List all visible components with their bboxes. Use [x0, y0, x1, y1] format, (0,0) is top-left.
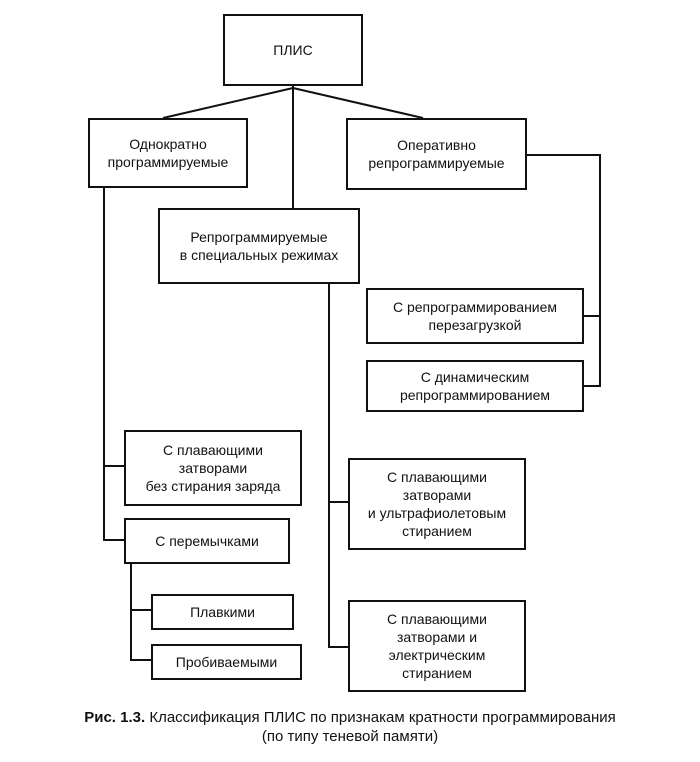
caption-line-2: (по типу теневой памяти) — [261, 728, 439, 745]
node-operative-reprogrammable-label: Оперативно репрограммируемые — [368, 137, 505, 171]
node-floating-gate-electric-erase-label: С плавающими затворами и электрическим с… — [387, 611, 487, 681]
node-operative-reprogrammable: Оперативно репрограммируемые — [346, 118, 527, 190]
node-floating-gate-uv-erase: С плавающими затворами и ультрафиолетовы… — [348, 458, 526, 550]
node-special-modes: Репрограммируемые в специальных режимах — [158, 208, 360, 284]
figure-caption: Рис. 1.3. Классификация ПЛИС по признака… — [0, 708, 700, 746]
plis-classification-diagram: ПЛИС Однократно программируемые Репрогра… — [88, 14, 601, 692]
root-branch-left — [162, 87, 294, 119]
node-dynamic-reprogramming: С динамическим репрограммированием — [366, 360, 584, 412]
one-time-spine — [103, 188, 124, 541]
caption-text: Классификация ПЛИС по признакам кратност… — [149, 709, 616, 726]
node-one-time-programmable: Однократно программируемые — [88, 118, 248, 188]
node-plis-root: ПЛИС — [223, 14, 363, 86]
node-floating-gate-electric-erase: С плавающими затворами и электрическим с… — [348, 600, 526, 692]
node-antifuse: Пробиваемыми — [151, 644, 302, 680]
figure-number: Рис. 1.3. — [84, 709, 146, 726]
connector-lines — [103, 86, 601, 661]
node-reload-reprogramming: С репрограммированием перезагрузкой — [366, 288, 584, 344]
node-fuse-label: Плавкими — [190, 604, 255, 620]
node-antifuse-label: Пробиваемыми — [175, 654, 278, 670]
node-special-modes-label: Репрограммируемые в специальных режимах — [179, 229, 339, 263]
node-jumpers-label: С перемычками — [155, 533, 259, 549]
node-fuse: Плавкими — [151, 594, 294, 630]
node-reload-reprogramming-label: С репрограммированием перезагрузкой — [392, 299, 558, 333]
operative-spine — [527, 154, 601, 387]
node-plis-root-label: ПЛИС — [273, 42, 313, 58]
node-one-time-programmable-label: Однократно программируемые — [107, 136, 229, 170]
node-floating-gate-no-erase-label: С плавающими затворами без стирания заря… — [145, 442, 281, 494]
caption-line-1: Рис. 1.3. Классификация ПЛИС по признака… — [0, 708, 700, 727]
node-floating-gate-uv-erase-label: С плавающими затворами и ультрафиолетовы… — [367, 469, 507, 539]
root-branch-right — [292, 87, 424, 119]
jumpers-spine — [130, 564, 151, 661]
node-jumpers: С перемычками — [124, 518, 290, 564]
special-spine — [328, 284, 348, 648]
node-floating-gate-no-erase: С плавающими затворами без стирания заря… — [124, 430, 302, 506]
node-dynamic-reprogramming-label: С динамическим репрограммированием — [399, 369, 551, 403]
